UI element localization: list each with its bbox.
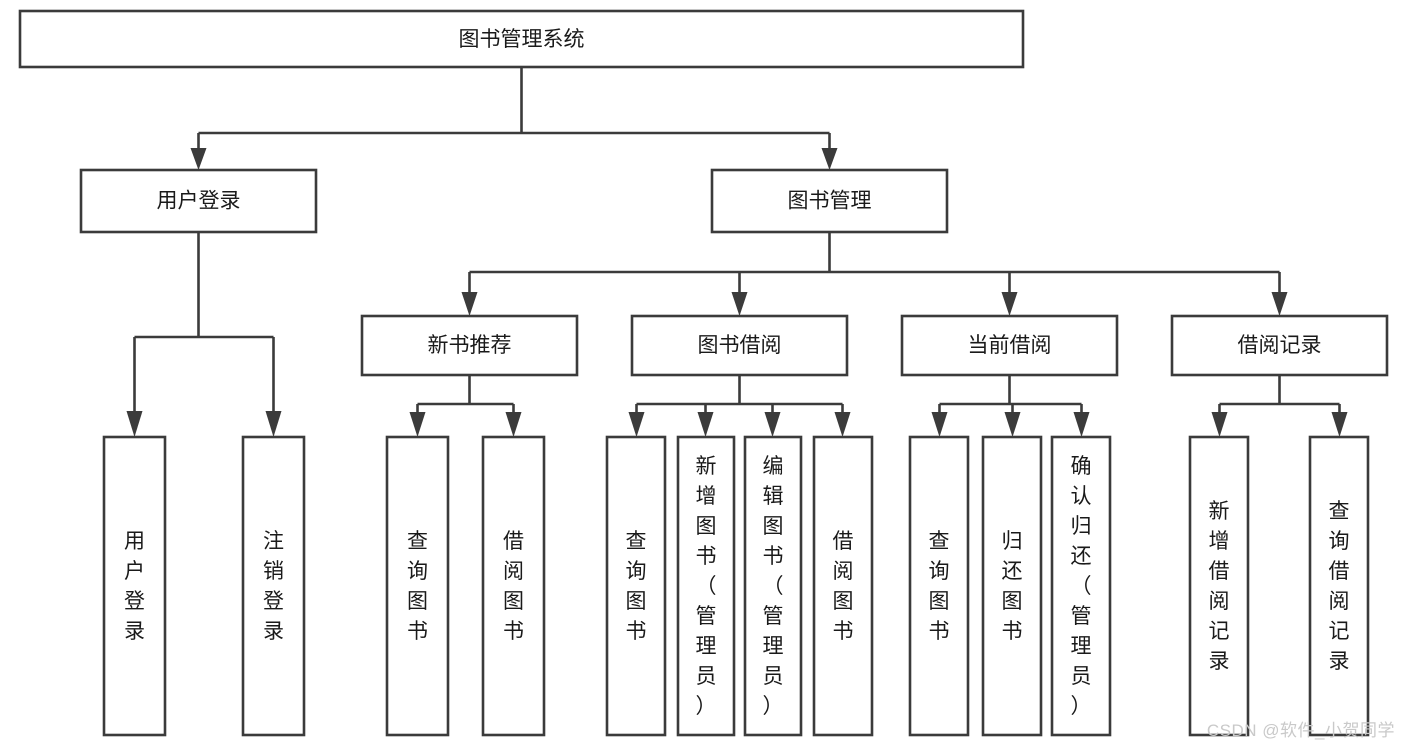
node-leaf-query-book-borrow[interactable]: 查询图书	[605, 435, 667, 737]
node-leaf-add-record-box[interactable]	[1188, 435, 1250, 737]
edges-root-to-level2	[190, 67, 838, 170]
node-leaf-return-book-box[interactable]	[981, 435, 1043, 737]
node-current-borrow-label: 当前借阅	[968, 334, 1052, 357]
node-leaf-query-record[interactable]: 查询借阅记录	[1308, 435, 1370, 737]
node-leaf-user-login-box[interactable]	[102, 435, 167, 737]
node-user-login-box[interactable]	[79, 168, 318, 234]
arrowhead-leaf-query-record-icon	[1331, 412, 1348, 437]
node-book-borrow-label: 图书借阅	[698, 334, 782, 357]
arrowhead-new-book-rec-icon	[461, 292, 478, 316]
node-leaf-edit-book-label: 编辑图书（管理员）	[763, 455, 784, 718]
arrowhead-user-login-icon	[190, 148, 207, 170]
arrowhead-leaf-logout-icon	[265, 411, 282, 437]
node-leaf-borrow-book-rec-label: 借阅图书	[503, 530, 524, 643]
edges-book-borrow-to-leaves	[628, 375, 851, 437]
node-leaf-add-book[interactable]: 新增图书（管理员）	[676, 435, 736, 737]
node-leaf-query-book-rec-label: 查询图书	[407, 530, 428, 643]
node-current-borrow[interactable]: 当前借阅	[900, 314, 1119, 377]
node-current-borrow-box[interactable]	[900, 314, 1119, 377]
node-root[interactable]: 图书管理系统	[18, 9, 1025, 69]
node-leaf-borrow-book-box[interactable]	[812, 435, 874, 737]
node-leaf-logout-box[interactable]	[241, 435, 306, 737]
node-leaf-query-book-cur-label: 查询图书	[929, 530, 950, 643]
arrowhead-leaf-add-record-icon	[1211, 412, 1228, 437]
node-leaf-query-book-borrow-label: 查询图书	[626, 530, 647, 643]
edges-borrow-record-to-leaves	[1211, 375, 1348, 437]
node-leaf-query-book-cur-box[interactable]	[908, 435, 970, 737]
node-new-book-rec-label: 新书推荐	[428, 334, 512, 357]
node-leaf-add-record-label: 新增借阅记录	[1209, 500, 1230, 673]
node-user-login-label: 用户登录	[157, 190, 241, 213]
node-root-box[interactable]	[18, 9, 1025, 69]
arrowhead-book-borrow-icon	[731, 292, 748, 316]
node-leaf-logout-label: 注销登录	[263, 530, 284, 643]
node-leaf-logout[interactable]: 注销登录	[241, 435, 306, 737]
arrowhead-leaf-query-book-borrow-icon	[628, 412, 645, 437]
node-leaf-query-record-box[interactable]	[1308, 435, 1370, 737]
leaf-nodes-layer: 用户登录 注销登录 查询图书 借阅图书 查询图书 新增图书（管理员） 编辑图书（管理员） 借阅…	[102, 435, 1370, 737]
node-leaf-user-login[interactable]: 用户登录	[102, 435, 167, 737]
node-borrow-record-label: 借阅记录	[1238, 334, 1322, 357]
node-leaf-return-book[interactable]: 归还图书	[981, 435, 1043, 737]
node-leaf-confirm-return[interactable]: 确认归还（管理员）	[1050, 435, 1112, 737]
node-leaf-borrow-book-rec[interactable]: 借阅图书	[481, 435, 546, 737]
node-book-manage-label: 图书管理	[788, 190, 872, 213]
node-leaf-user-login-label: 用户登录	[124, 530, 145, 643]
arrowhead-book-manage-icon	[821, 148, 838, 170]
edges-new-book-rec-to-leaves	[409, 375, 522, 437]
node-leaf-borrow-book[interactable]: 借阅图书	[812, 435, 874, 737]
node-new-book-rec[interactable]: 新书推荐	[360, 314, 579, 377]
node-leaf-query-record-label: 查询借阅记录	[1329, 500, 1350, 673]
node-leaf-borrow-book-label: 借阅图书	[833, 530, 854, 643]
node-leaf-add-book-box[interactable]	[676, 435, 736, 737]
arrowhead-leaf-borrow-book-icon	[834, 412, 851, 437]
node-book-manage-box[interactable]	[710, 168, 949, 234]
node-book-borrow-box[interactable]	[630, 314, 849, 377]
arrowhead-leaf-edit-book-icon	[764, 412, 781, 437]
node-leaf-query-book-rec[interactable]: 查询图书	[385, 435, 450, 737]
node-leaf-edit-book-box[interactable]	[743, 435, 803, 737]
edges-book-manage-to-level3	[461, 232, 1288, 316]
edges-user-login-to-leaves	[126, 232, 282, 437]
node-user-login[interactable]: 用户登录	[79, 168, 318, 234]
node-leaf-confirm-return-label: 确认归还（管理员）	[1071, 455, 1092, 718]
node-leaf-borrow-book-rec-box[interactable]	[481, 435, 546, 737]
arrowhead-leaf-return-book-icon	[1004, 412, 1021, 437]
node-borrow-record-box[interactable]	[1170, 314, 1389, 377]
node-new-book-rec-box[interactable]	[360, 314, 579, 377]
node-leaf-add-record[interactable]: 新增借阅记录	[1188, 435, 1250, 737]
node-leaf-query-book-cur[interactable]: 查询图书	[908, 435, 970, 737]
arrowhead-leaf-borrow-book-rec-icon	[505, 412, 522, 437]
node-book-manage[interactable]: 图书管理	[710, 168, 949, 234]
node-leaf-query-book-borrow-box[interactable]	[605, 435, 667, 737]
edges-current-borrow-to-leaves	[931, 375, 1090, 437]
node-leaf-query-book-rec-box[interactable]	[385, 435, 450, 737]
arrowhead-leaf-user-login-icon	[126, 411, 143, 437]
node-root-label: 图书管理系统	[459, 28, 585, 51]
arrowhead-current-borrow-icon	[1001, 292, 1018, 316]
node-leaf-edit-book[interactable]: 编辑图书（管理员）	[743, 435, 803, 737]
node-leaf-return-book-label: 归还图书	[1002, 530, 1023, 643]
arrowhead-leaf-query-book-cur-icon	[931, 412, 948, 437]
node-leaf-confirm-return-box[interactable]	[1050, 435, 1112, 737]
arrowhead-borrow-record-icon	[1271, 292, 1288, 316]
node-borrow-record[interactable]: 借阅记录	[1170, 314, 1389, 377]
node-leaf-add-book-label: 新增图书（管理员）	[696, 455, 717, 718]
arrowhead-leaf-confirm-return-icon	[1073, 412, 1090, 437]
arrowhead-leaf-query-book-rec-icon	[409, 412, 426, 437]
node-book-borrow[interactable]: 图书借阅	[630, 314, 849, 377]
arrowhead-leaf-add-book-icon	[697, 412, 714, 437]
